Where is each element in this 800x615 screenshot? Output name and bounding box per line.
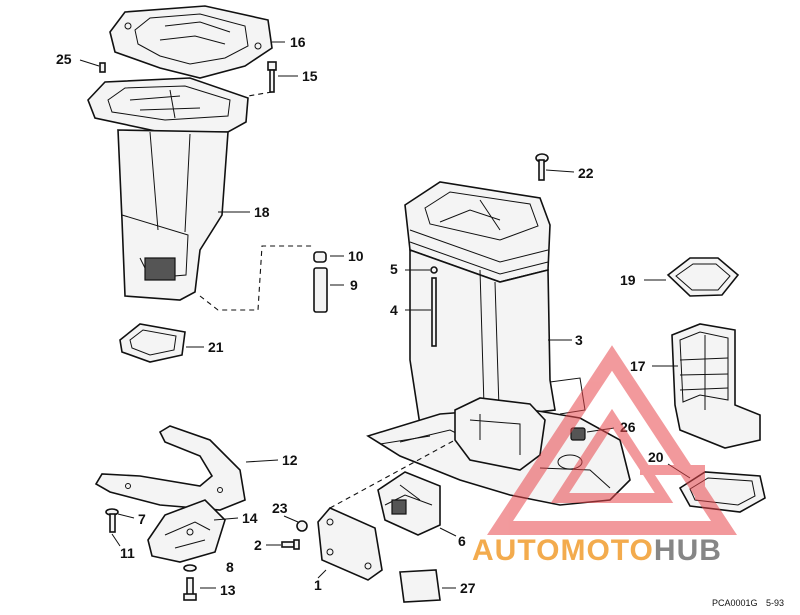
- part-2-screw: [281, 539, 300, 550]
- callout-4: 4: [390, 302, 398, 318]
- watermark-logo: [487, 345, 737, 535]
- part-5-clip: [430, 266, 438, 274]
- callout-9: 9: [350, 277, 358, 293]
- callout-11: 11: [120, 545, 135, 561]
- watermark-text-auto: AUTOMOTO: [472, 534, 654, 567]
- callout-8: 8: [226, 559, 234, 575]
- part-8-13-bolt: [183, 564, 197, 601]
- callout-23: 23: [272, 500, 288, 516]
- callout-19: 19: [620, 272, 636, 288]
- leader-14: [213, 517, 239, 521]
- part-25-pin: [99, 62, 106, 73]
- part-26-plug: [570, 427, 586, 441]
- watermark-inner-triangle-icon: [550, 408, 674, 503]
- part-21-seal: [119, 323, 186, 363]
- callout-18: 18: [254, 204, 270, 220]
- part-4-rod: [431, 277, 437, 347]
- callout-17: 17: [630, 358, 646, 374]
- part-22-bolt: [535, 153, 549, 181]
- part-7-11-screw: [105, 508, 119, 533]
- callout-6: 6: [458, 533, 466, 549]
- watermark-text: AUTOMOTOHUB: [472, 534, 722, 567]
- assembly-line-9: [199, 245, 312, 311]
- assembly-line-15: [247, 91, 273, 97]
- watermark-text-hub: HUB: [654, 534, 722, 567]
- callout-5: 5: [390, 261, 398, 277]
- part-15-bolt: [267, 61, 277, 93]
- callout-3: 3: [575, 332, 583, 348]
- drawing-date: 5-93: [766, 598, 784, 608]
- assembly-line-1: [329, 439, 456, 509]
- callout-10: 10: [348, 248, 364, 264]
- part-9-tube: [313, 267, 328, 313]
- callout-21: 21: [208, 339, 224, 355]
- callout-27: 27: [460, 580, 476, 596]
- part-16-gasket: [109, 5, 273, 79]
- callout-12: 12: [282, 452, 298, 468]
- callout-13: 13: [220, 582, 236, 598]
- callout-25: 25: [56, 51, 72, 67]
- part-10-cap: [313, 251, 327, 263]
- callout-16: 16: [290, 34, 306, 50]
- part-18-exhaust-housing: [87, 77, 249, 301]
- callout-20: 20: [648, 449, 664, 465]
- callout-15: 15: [302, 68, 318, 84]
- leader-12: [245, 459, 279, 463]
- part-23-washer: [296, 520, 308, 532]
- leader-7: [117, 513, 135, 519]
- leader-22: [545, 169, 575, 173]
- callout-7: 7: [138, 511, 146, 527]
- drawing-code: PCA0001G: [712, 598, 758, 608]
- part-14-bracket: [147, 499, 226, 563]
- part-27-pad: [399, 569, 441, 603]
- callout-22: 22: [578, 165, 594, 181]
- part-6-block: [377, 471, 441, 536]
- leader-1: [317, 569, 327, 579]
- leader-11: [111, 533, 121, 547]
- part-17-exhaust-tube: [671, 323, 761, 449]
- callout-1: 1: [314, 577, 322, 593]
- part-12-splash-plate: [94, 425, 246, 511]
- callout-14: 14: [242, 510, 258, 526]
- part-1-cover: [317, 507, 383, 581]
- leader-25: [79, 59, 100, 67]
- callout-2: 2: [254, 537, 262, 553]
- leader-23: [283, 515, 299, 523]
- part-19-seal: [666, 257, 740, 297]
- watermark-triangle-icon: [487, 345, 737, 535]
- leader-6: [439, 527, 457, 537]
